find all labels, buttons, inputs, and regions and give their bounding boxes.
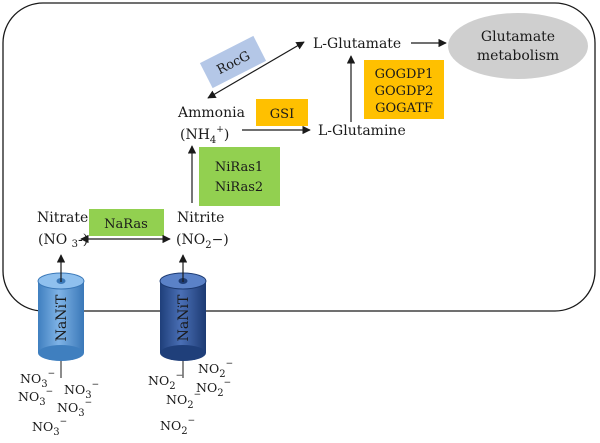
glutamate-metabolism-label-1: Glutamate bbox=[481, 29, 555, 45]
naras-label: NaRas bbox=[104, 217, 148, 232]
no2-ion: NO2− bbox=[148, 371, 183, 392]
no3-ion: NO3− bbox=[64, 380, 99, 401]
no2-ion: NO2− bbox=[160, 416, 195, 437]
no3-ion: NO3− bbox=[57, 398, 92, 419]
nanit-left-label: NaNiT bbox=[54, 294, 70, 341]
nitrate-formula: (NO 3-) bbox=[38, 232, 88, 250]
nanit-transporter-left: NaNiT bbox=[37, 272, 85, 361]
nitrate-ions: NO3− NO3− NO3− NO3− NO3− bbox=[18, 369, 99, 438]
nanit-right-label: NaNiT bbox=[176, 294, 192, 341]
niras-label-2: NiRas2 bbox=[215, 180, 263, 195]
nitrate-label: Nitrate bbox=[37, 210, 88, 226]
no3-ion: NO3− bbox=[32, 417, 67, 438]
no2-ion: NO2− bbox=[166, 390, 201, 411]
cell-membrane bbox=[2, 2, 596, 312]
no3-ion: NO3− bbox=[20, 369, 55, 390]
no2-ion: NO2− bbox=[198, 359, 233, 380]
gsi-label: GSI bbox=[270, 107, 294, 122]
no2-ion: NO2− bbox=[196, 378, 231, 399]
glutamate-metabolism-label-2: metabolism bbox=[477, 48, 559, 64]
naras-box bbox=[89, 209, 164, 236]
no3-ion: NO3− bbox=[18, 387, 53, 408]
nanit-transporter-right: NaNiT bbox=[159, 272, 207, 361]
gogat-label-3: GOGATF bbox=[375, 101, 433, 116]
gogat-label-1: GOGDP1 bbox=[375, 67, 434, 82]
nitrite-label: Nitrite bbox=[177, 210, 224, 226]
l-glutamine-label: L-Glutamine bbox=[318, 123, 406, 139]
ammonium-formula: (NH4+) bbox=[180, 125, 229, 146]
niras-box bbox=[199, 147, 280, 206]
niras-label-1: NiRas1 bbox=[215, 160, 263, 175]
gsi-box bbox=[256, 99, 308, 126]
ammonia-label: Ammonia bbox=[177, 105, 245, 121]
gogat-label-2: GOGDP2 bbox=[375, 84, 434, 99]
gogat-box bbox=[364, 60, 444, 119]
rocg-box: RocG bbox=[199, 35, 267, 89]
nitrite-ions: NO2− NO2− NO2− NO2− NO2− bbox=[148, 359, 233, 437]
glutamate-metabolism-ellipse bbox=[448, 13, 588, 79]
l-glutamate-label: L-Glutamate bbox=[313, 36, 401, 52]
nitrite-formula: (NO2−) bbox=[176, 232, 229, 251]
rocg-arrow bbox=[207, 41, 305, 99]
